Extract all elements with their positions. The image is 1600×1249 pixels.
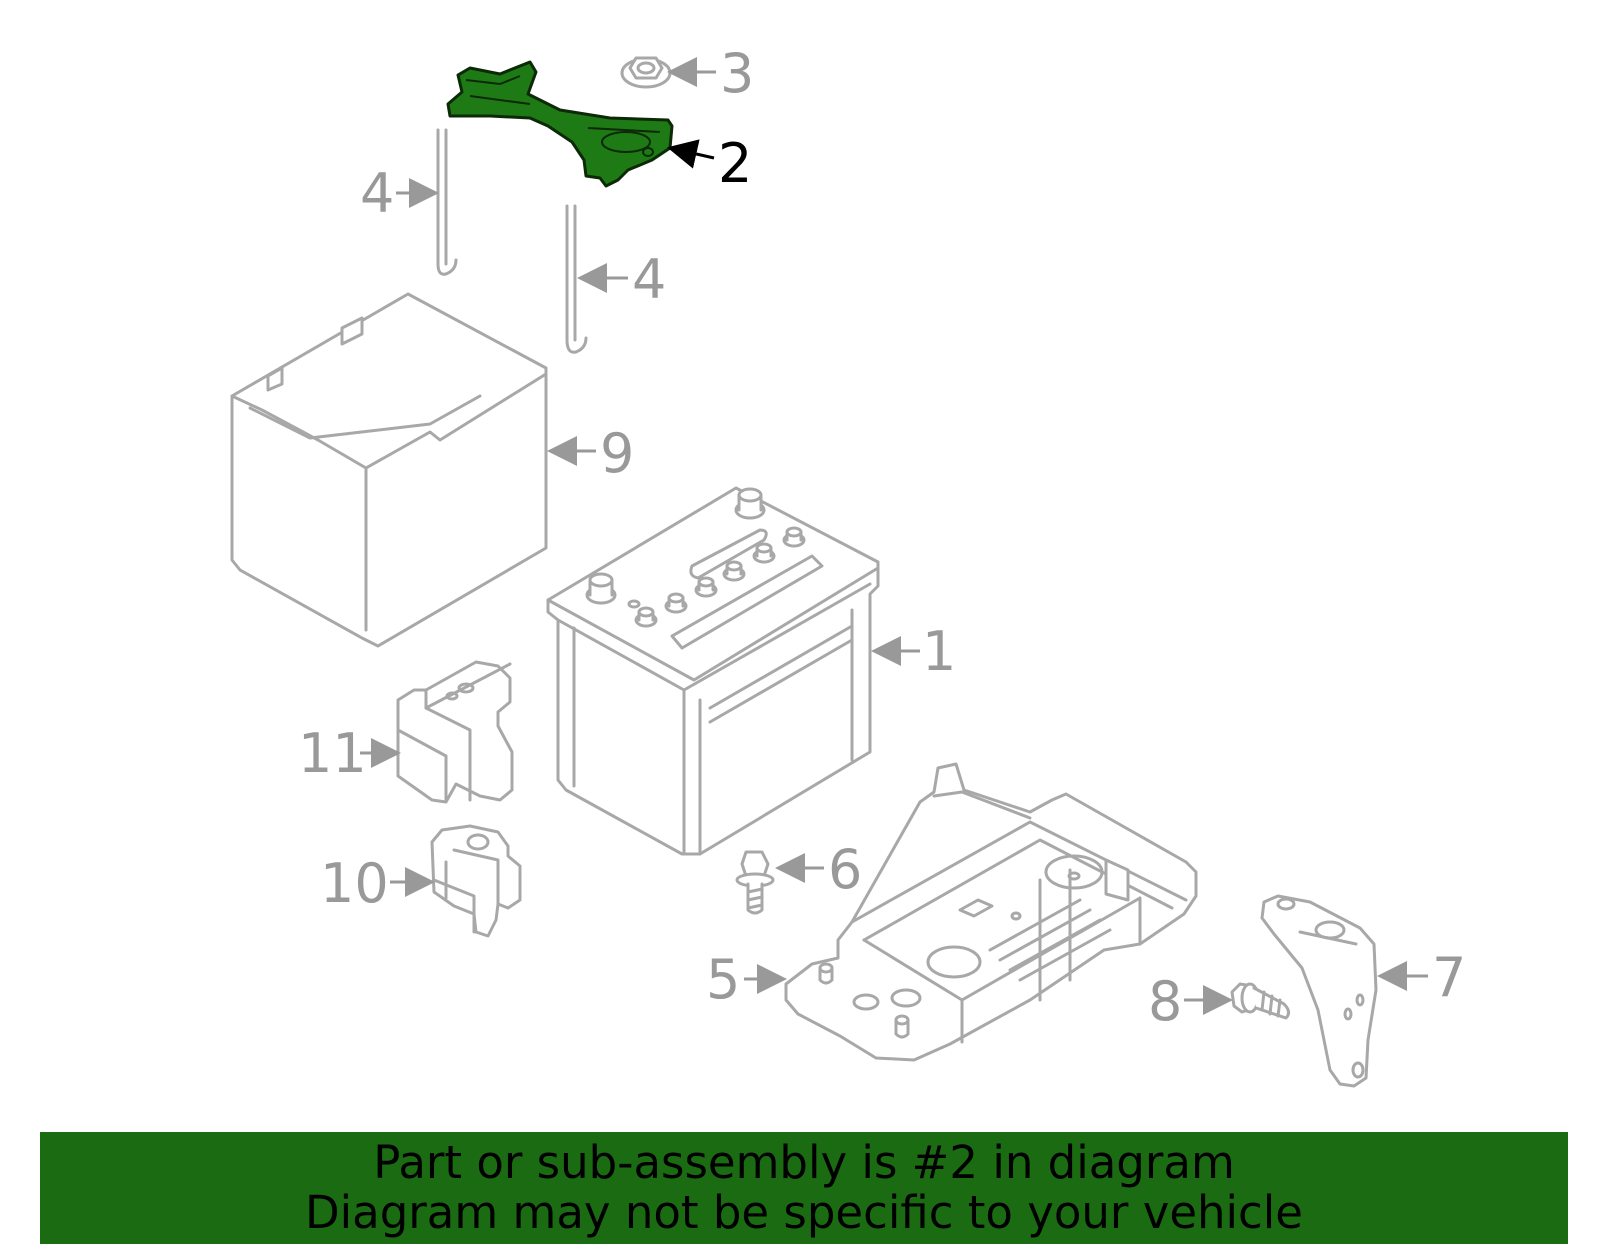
part-1-battery[interactable] <box>546 486 880 856</box>
callout-6: 6 <box>828 838 862 901</box>
callout-11: 11 <box>298 722 367 785</box>
part-5-battery-tray[interactable] <box>784 762 1198 1062</box>
part-4-j-bolt-right[interactable] <box>565 204 588 354</box>
part-9-battery-cover[interactable] <box>230 292 548 648</box>
part-4-j-bolt-left[interactable] <box>436 128 458 276</box>
part-3-nut[interactable] <box>620 56 672 89</box>
part-8-bolt[interactable] <box>1230 982 1291 1020</box>
callout-10: 10 <box>320 852 389 915</box>
part-6-bolt[interactable] <box>735 850 775 915</box>
callout-5: 5 <box>706 948 740 1011</box>
leader-2 <box>667 139 715 169</box>
banner-line-2: Diagram may not be specific to your vehi… <box>305 1186 1303 1239</box>
banner-line-1: Part or sub-assembly is #2 in diagram <box>373 1136 1235 1189</box>
part-2-battery-hold-down-bracket[interactable] <box>446 60 674 188</box>
callout-4-left: 4 <box>360 162 394 225</box>
callout-8: 8 <box>1148 970 1182 1033</box>
callout-4-right: 4 <box>632 248 666 311</box>
callout-1: 1 <box>922 620 956 683</box>
part-10-bracket[interactable] <box>430 824 522 938</box>
callout-2: 2 <box>718 132 752 195</box>
callout-3: 3 <box>720 42 754 105</box>
callout-9: 9 <box>600 422 634 485</box>
callout-7: 7 <box>1432 946 1466 1009</box>
part-11-bracket[interactable] <box>396 660 514 804</box>
part-7-stay-bracket[interactable] <box>1260 894 1378 1088</box>
info-banner: Part or sub-assembly is #2 in diagram Di… <box>40 1132 1568 1244</box>
